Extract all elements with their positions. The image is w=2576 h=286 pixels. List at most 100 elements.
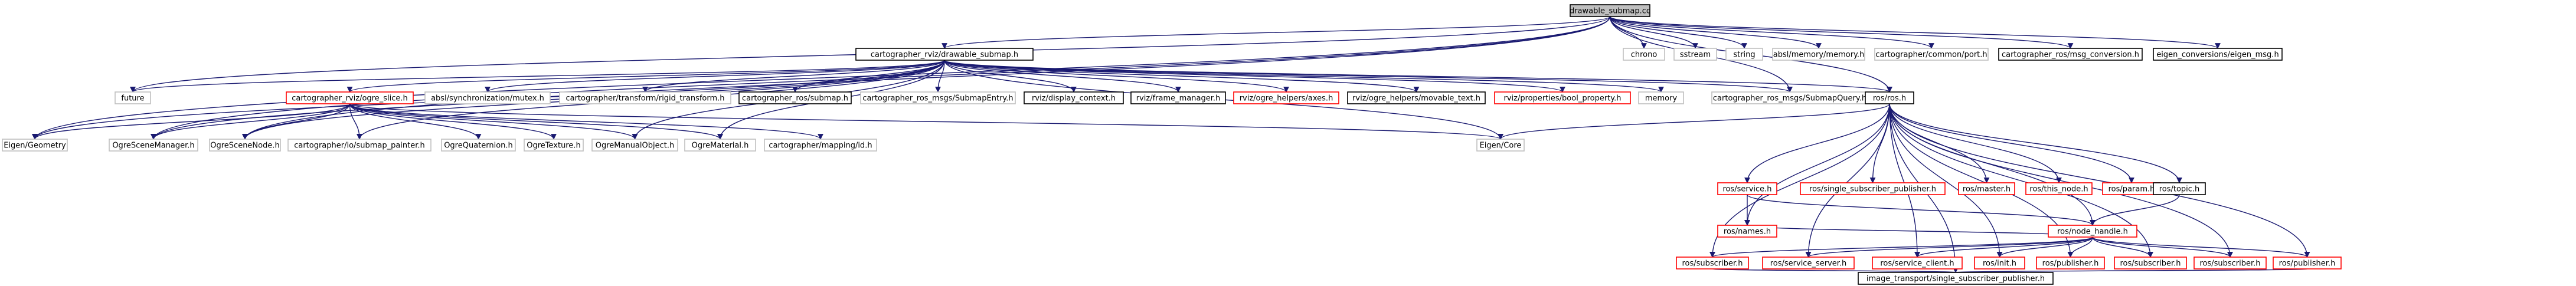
node-ros-init[interactable]: ros/init.h [1974,257,2025,269]
edge-node_handle-to-subscriber_b [2092,236,2153,258]
node-ros-topic[interactable]: ros/topic.h [2153,182,2206,195]
node-service-client[interactable]: ros/service_client.h [1872,257,1963,269]
edge-subscriber_a-to-image_transport_sub_pub [1712,267,1958,273]
edge-drawable_submap_h-to-submap_query [944,60,1793,93]
node-frame-manager[interactable]: rviz/frame_manager.h [1130,91,1226,104]
node-label: ros/service_client.h [1880,259,1954,268]
node-ros-service[interactable]: ros/service.h [1717,182,1777,195]
edge-drawable_submap_h-to-ogre_axes [944,60,1289,93]
node-label: OgreMaterial.h [692,142,749,150]
node-memory[interactable]: memory [1638,91,1684,104]
node-node-handle[interactable]: ros/node_handle.h [2048,225,2137,238]
node-label: eigen_conversions/eigen_msg.h [2156,51,2278,60]
node-box [2025,182,2093,195]
node-box [1974,257,2025,269]
node-mapping-id[interactable]: cartographer/mapping/id.h [764,139,877,152]
node-label: rviz/ogre_helpers/movable_text.h [1352,94,1480,103]
node-ogre-quaternion[interactable]: OgreQuaternion.h [441,139,516,152]
node-string[interactable]: string [1725,48,1763,61]
node-ogre-scene-node[interactable]: OgreSceneNode.h [209,139,281,152]
edge-ros_h-to-subscriber_c [1889,103,2233,258]
node-display-context[interactable]: rviz/display_context.h [1024,91,1124,104]
node-ogre-texture[interactable]: OgreTexture.h [524,139,584,152]
node-port-h[interactable]: cartographer/common/port.h [1874,48,1989,61]
node-label: OgreQuaternion.h [444,142,513,150]
node-ros-param[interactable]: ros/param.h [2102,182,2161,195]
node-ogre-scene-manager[interactable]: OgreSceneManager.h [109,139,198,152]
node-box [738,91,852,104]
edge-ogre_slice-to-ogre_texture [349,103,557,140]
edge-ros_h-to-eigen_core [1498,103,1890,140]
node-absl-memory[interactable]: absl/memory/memory.h [1772,48,1865,61]
node-submap-entry[interactable]: cartographer_ros_msgs/SubmapEntry.h [860,91,1016,104]
node-label: ros/topic.h [2159,185,2200,194]
node-box [1800,182,1946,195]
node-submap-painter[interactable]: cartographer/io/submap_painter.h [287,139,431,152]
edge-drawable_submap_h-to-submap_entry [935,60,945,93]
node-box [1623,48,1665,61]
node-absl-mutex[interactable]: absl/synchronization/mutex.h [424,91,551,104]
node-box [2036,257,2105,269]
node-service-server[interactable]: ros/service_server.h [1762,257,1855,269]
edge-ros_h-to-ros_this_node [1889,103,2062,183]
edge-ogre_slice-to-ogre_manual_object [349,103,638,140]
node-ros-h[interactable]: ros/ros.h [1865,91,1914,104]
node-image-transport-sub-pub[interactable]: image_transport/single_subscriber_publis… [1858,272,2054,285]
node-eigen-core[interactable]: Eigen/Core [1476,139,1525,152]
node-ogre-manual-object[interactable]: OgreManualObject.h [591,139,678,152]
node-label: cartographer_ros/msg_conversion.h [2002,51,2139,60]
node-rigid-transform[interactable]: cartographer/transform/rigid_transform.h [559,91,731,104]
node-ros-names[interactable]: ros/names.h [1717,225,1777,238]
node-eigen-geometry[interactable]: Eigen/Geometry [2,139,68,152]
node-label: ros/param.h [2108,185,2155,194]
node-label: absl/synchronization/mutex.h [431,94,544,103]
node-single-sub-pub-ros[interactable]: ros/single_subscriber_publisher.h [1800,182,1946,195]
node-ogre-material[interactable]: OgreMaterial.h [684,139,756,152]
node-box [1476,139,1525,152]
node-label: rviz/ogre_helpers/axes.h [1240,94,1333,103]
node-box [855,48,1034,61]
node-ros-publisher-b[interactable]: ros/publisher.h [2273,257,2342,269]
edge-node_handle-to-subscriber_c [2092,236,2233,258]
node-chrono[interactable]: chrono [1623,48,1665,61]
edge-drawable_submap_cc-to-port_h [1609,16,1934,49]
node-msg-conversion[interactable]: cartographer_ros/msg_conversion.h [1998,48,2143,61]
node-layer: drawable_submap.cccartographer_rviz/draw… [2,4,2342,285]
node-subscriber-c[interactable]: ros/subscriber.h [2193,257,2267,269]
node-ogre-slice[interactable]: cartographer_rviz/ogre_slice.h [286,91,414,104]
node-label: rviz/frame_manager.h [1136,94,1221,103]
node-label: ros/service.h [1722,185,1771,194]
edge-drawable_submap_cc-to-sstream [1609,16,1698,49]
node-submap-query[interactable]: cartographer_ros_msgs/SubmapQuery.h [1711,91,1868,104]
node-ros-publisher-a[interactable]: ros/publisher.h [2036,257,2105,269]
edge-drawable_submap_h-to-bool_property [944,60,1565,93]
node-ogre-axes[interactable]: rviz/ogre_helpers/axes.h [1233,91,1339,104]
node-bool-property[interactable]: rviz/properties/bool_property.h [1494,91,1631,104]
node-ros-master[interactable]: ros/master.h [1958,182,2015,195]
node-eigen-conversions[interactable]: eigen_conversions/eigen_msg.h [2153,48,2283,61]
node-label: memory [1645,94,1678,103]
node-label: rviz/properties/bool_property.h [1503,94,1621,103]
edge-drawable_submap_cc-to-string [1609,16,1747,49]
node-label: OgreTexture.h [527,142,581,150]
node-sstream[interactable]: sstream [1673,48,1717,61]
node-label: cartographer_ros/submap.h [742,94,848,103]
node-label: chrono [1631,51,1658,60]
node-box [2114,257,2187,269]
node-box [1130,91,1226,104]
edge-node_handle-to-subscriber_a [1709,236,2093,258]
edge-drawable_submap_cc-to-eigen_geometry [32,16,1611,140]
node-box [1570,4,1650,17]
node-box [1347,91,1486,104]
node-ros-this-node[interactable]: ros/this_node.h [2025,182,2093,195]
node-subscriber-a[interactable]: ros/subscriber.h [1676,257,1749,269]
node-movable-text[interactable]: rviz/ogre_helpers/movable_text.h [1347,91,1486,104]
node-label: future [121,94,144,103]
node-label: ros/ros.h [1873,94,1906,103]
node-drawable-submap-h[interactable]: cartographer_rviz/drawable_submap.h [855,48,1034,61]
node-future[interactable]: future [115,91,151,104]
node-ros-submap[interactable]: cartographer_ros/submap.h [738,91,852,104]
node-subscriber-b[interactable]: ros/subscriber.h [2114,257,2187,269]
node-label: ros/subscriber.h [2199,259,2260,268]
node-label: ros/subscriber.h [1682,259,1743,268]
